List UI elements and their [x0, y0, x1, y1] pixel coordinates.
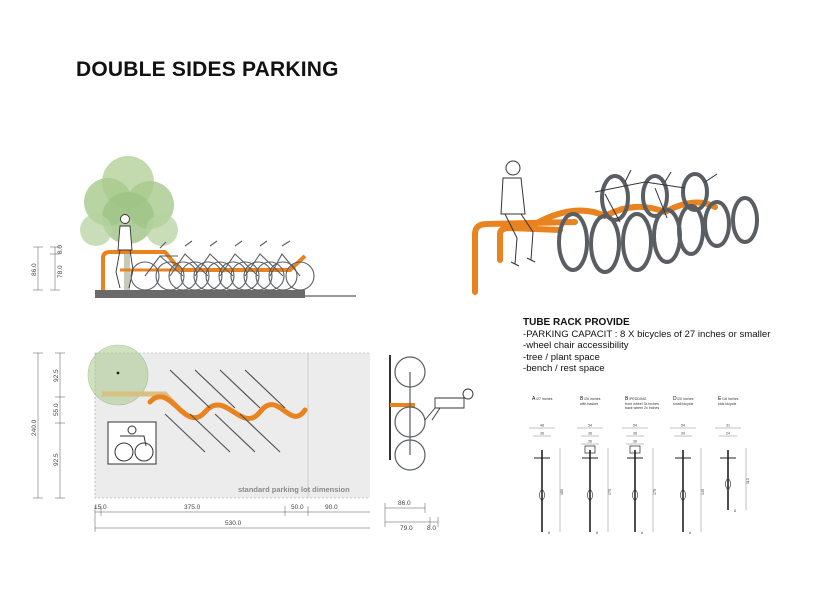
bike-width-dim: 36 [588, 440, 592, 444]
bike-type-letter: B [580, 396, 584, 402]
bike-width-dim: 31 [726, 424, 730, 428]
perspective-drawing [472, 160, 759, 295]
elevation-drawing: 8.0 78.0 86.0 [31, 156, 356, 298]
info-line-3: -tree / plant space [523, 351, 600, 363]
plan-dim-left-a: 92.5 [53, 369, 60, 382]
bike-width-dim: 48 [540, 424, 544, 428]
tube-rack [472, 199, 718, 295]
seat-shape [680, 489, 686, 501]
wheel-width-dim: 8 [641, 531, 643, 535]
tube-rack-plan [147, 394, 308, 421]
seat-shape [725, 478, 731, 490]
wheel-width-dim: 8 [734, 509, 736, 513]
basket-box [584, 445, 596, 454]
side-dim-c: 8.0 [427, 525, 436, 532]
info-line-1: -PARKING CAPACIT : 8 X bicycles of 27 in… [523, 328, 771, 340]
bike-type-subtitle: small bicycle [673, 402, 693, 406]
seat-shape [632, 489, 638, 501]
side-view-drawing: 86.0 79.0 8.0 [384, 355, 474, 532]
bike-width-dim: 54 [588, 424, 592, 428]
bicycle-row-icon [130, 240, 315, 291]
tree-plan-icon [87, 344, 149, 406]
side-dim-a: 86.0 [398, 500, 411, 507]
bike-width-dim: 24 [726, 432, 730, 436]
info-block: TUBE RACK PROVIDE -PARKING CAPACIT : 8 X… [523, 317, 770, 375]
bicycle-side-icon [394, 356, 426, 471]
wheelchair-icon [107, 421, 157, 465]
plan-drawing: standard parking lot dimension 92.5 55.0… [31, 344, 370, 532]
plan-dim-left-c: 92.5 [53, 453, 60, 466]
plan-dim-left-total: 240.0 [31, 419, 38, 436]
bike-type-title: /20 inches [677, 397, 694, 401]
bike-type-title: /16 inches [722, 397, 739, 401]
wheel-width-dim: 8 [596, 531, 598, 535]
wheel-width-dim: 8 [689, 531, 691, 535]
bike-length-dim: 113 [746, 478, 750, 484]
side-dim-b: 79.0 [400, 525, 413, 532]
bike-width-dim: 36 [588, 432, 592, 436]
plan-dim-bottom-b: 375.0 [184, 504, 201, 511]
basket-box [629, 445, 641, 454]
bike-length-dim: 175 [608, 489, 612, 495]
tube-rack [101, 250, 307, 290]
page-title: DOUBLE SIDES PARKING [76, 58, 339, 81]
bike-type-title: /26 inches [584, 397, 601, 401]
plan-dim-bottom-total: 530.0 [225, 520, 242, 527]
plan-dim-bottom-a: 15.0 [94, 504, 107, 511]
bike-width-dim: 36 [540, 432, 544, 436]
bike-type-subtitle: back wheel 2x inches [625, 406, 659, 410]
bike-width-dim: 54 [633, 424, 637, 428]
elev-dim-b: 78.0 [57, 265, 64, 278]
bike-type-letter: B [625, 396, 629, 402]
bike-length-dim: 175 [653, 489, 657, 495]
bike-width-dim: 36 [633, 432, 637, 436]
person-icon [424, 388, 474, 421]
bike-type-letter: D [673, 396, 677, 402]
bike-type-title: /27 inches [536, 397, 553, 401]
bike-type-subtitle: front wheel 3x inches [625, 402, 659, 406]
lot-label: standard parking lot dimension [238, 485, 350, 494]
plan-dim-left-b: 55.0 [53, 403, 60, 416]
bike-type-title: /PEDDING [629, 397, 647, 401]
bike-type-subtitle: kids bicycle [718, 402, 736, 406]
person-icon [115, 214, 134, 289]
seat-shape [539, 489, 545, 501]
plan-dim-bottom-d: 90.0 [325, 504, 338, 511]
ground-slab [95, 290, 305, 298]
wheel-width-dim: 8 [548, 531, 550, 535]
bicycle-plan-icons [164, 369, 286, 453]
info-heading: TUBE RACK PROVIDE [523, 317, 630, 328]
bike-type-letter: E [718, 396, 722, 402]
bike-length-dim: 180 [560, 489, 564, 495]
info-line-4: -bench / rest space [523, 363, 605, 375]
seat-shape [587, 489, 593, 501]
info-line-2: -wheel chair accessibility [523, 340, 629, 352]
elev-dim-c: 86.0 [31, 263, 38, 276]
bike-type-subtitle: with basket [580, 402, 598, 406]
bicycle-group-icon [557, 172, 759, 274]
bike-width-dim: 54 [681, 424, 685, 428]
elev-dim-a: 8.0 [57, 245, 64, 254]
bike-width-dim: 36 [633, 440, 637, 444]
person-icon [500, 160, 536, 267]
bike-width-dim: 30 [681, 432, 685, 436]
bike-length-dim: 140 [701, 489, 705, 495]
plan-dim-bottom-c: 50.0 [291, 504, 304, 511]
bike-type-letter: A [532, 396, 536, 402]
